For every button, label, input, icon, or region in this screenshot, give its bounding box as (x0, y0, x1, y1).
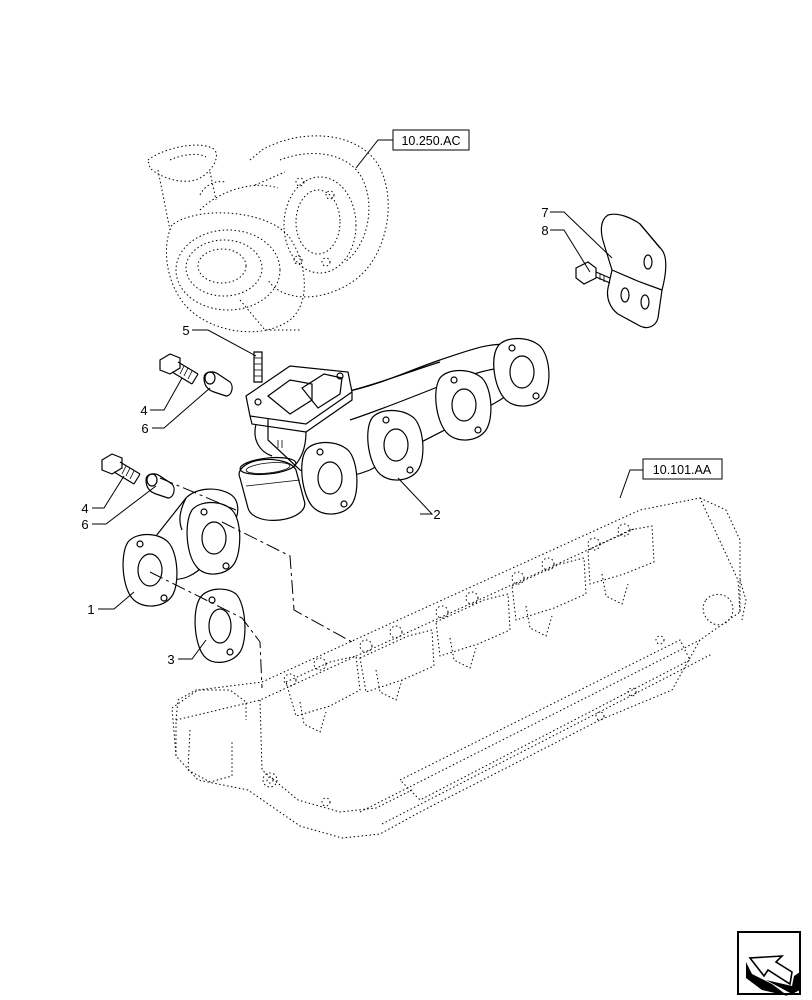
front-exhaust-manifold-section (122, 488, 241, 607)
exhaust-gasket (194, 588, 246, 663)
manifold-flange-4 (301, 441, 358, 515)
reference-label-cylinder-head: 10.101.AA (653, 463, 712, 477)
slip-joint-sleeve (238, 456, 306, 521)
callout-4-lower: 4 (81, 501, 88, 516)
heat-shield-bracket (600, 213, 667, 329)
cylinder-head-reference-drawing (171, 497, 747, 839)
upper-spacer (203, 371, 233, 397)
callout-6-lower: 6 (81, 517, 88, 532)
callout-3: 3 (167, 652, 174, 667)
reference-box-cylinder-head[interactable]: 10.101.AA (642, 458, 723, 480)
reference-box-turbocharger[interactable]: 10.250.AC (392, 129, 470, 151)
callout-5: 5 (182, 323, 189, 338)
manifold-flange-3 (367, 409, 424, 481)
callout-6-upper: 6 (141, 421, 148, 436)
next-page-arrow-icon[interactable] (737, 931, 801, 996)
lower-bolt (101, 453, 141, 485)
manifold-flange-2 (435, 369, 492, 441)
callout-leaders (92, 211, 613, 660)
bracket-bolt (575, 261, 611, 285)
callout-8: 8 (541, 223, 548, 238)
reference-label-turbocharger: 10.250.AC (401, 134, 460, 148)
callout-7: 7 (541, 205, 548, 220)
callout-numbers: 1 2 3 4 6 4 6 5 7 8 (81, 205, 548, 667)
stud (253, 351, 263, 383)
upper-bolt (159, 353, 199, 385)
turbocharger-reference-drawing (147, 135, 389, 333)
exhaust-manifold (245, 337, 550, 515)
callout-2: 2 (433, 507, 440, 522)
callout-4-upper: 4 (140, 403, 147, 418)
manifold-flange-1 (493, 337, 550, 407)
lower-spacer (145, 473, 175, 499)
callout-1: 1 (87, 602, 94, 617)
assembly-lines (149, 477, 353, 689)
